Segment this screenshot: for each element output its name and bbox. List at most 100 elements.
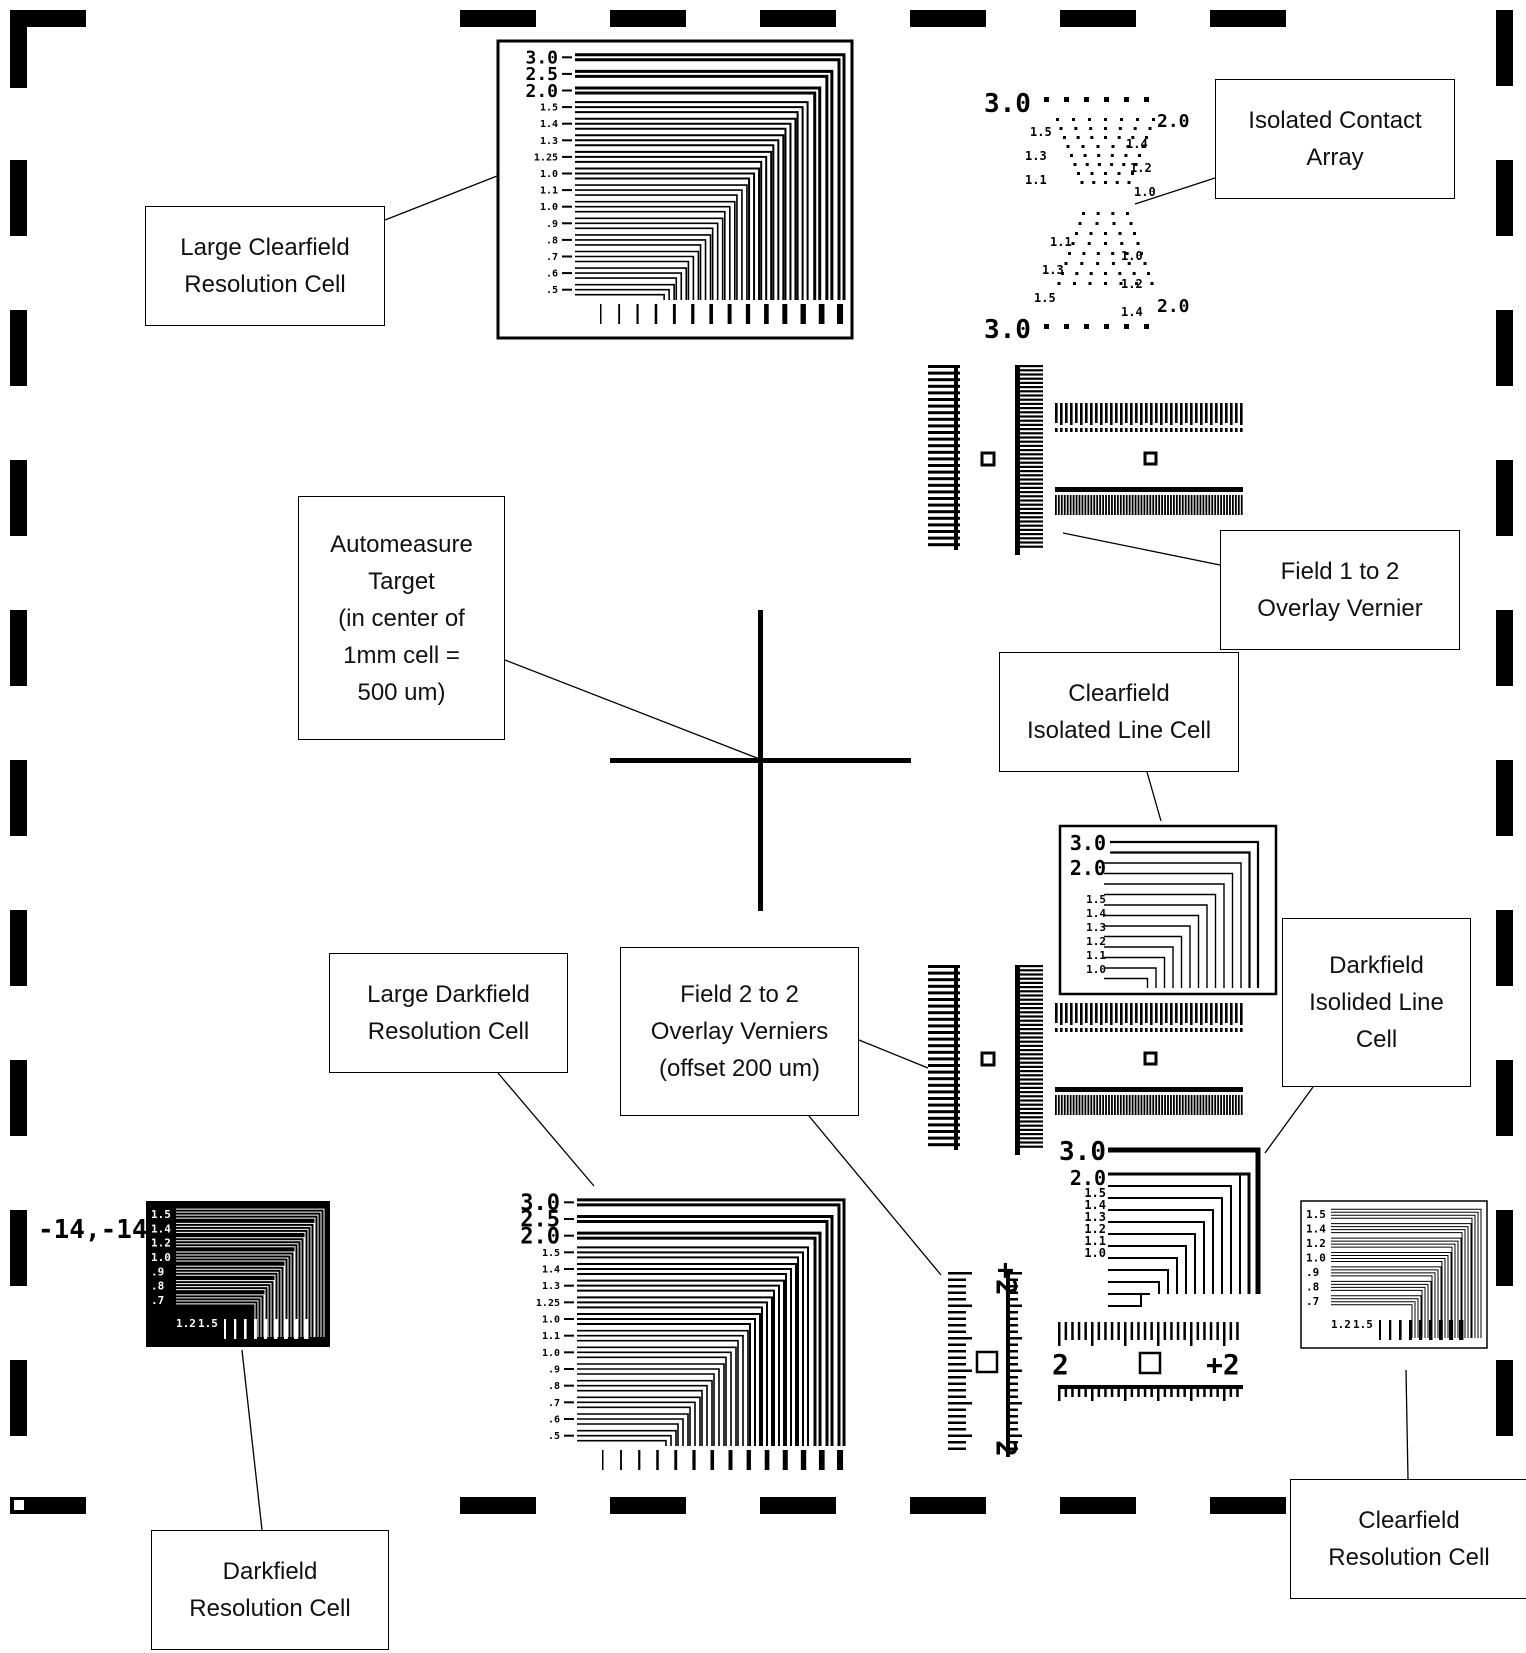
- small-resolution-line: [176, 1240, 302, 1337]
- scale-tick: [1150, 1322, 1153, 1340]
- resolution-line: [575, 260, 690, 300]
- resolution-line: [577, 1434, 672, 1446]
- scale-tick: [1236, 1322, 1239, 1340]
- small-resolution-line: [176, 1217, 316, 1337]
- vernier-tooth: [928, 450, 960, 454]
- scale-tick: [1010, 1395, 1018, 1398]
- scale-box: [975, 1350, 999, 1374]
- scale-tick: [1010, 1317, 1018, 1320]
- vernier-tooth: [928, 1116, 960, 1120]
- callout-leader-lines: [241, 175, 1409, 1531]
- frame-dash-bottom: [1210, 1497, 1286, 1514]
- small-resolution-line: [176, 1225, 312, 1337]
- cell-row-label: 1.0: [540, 202, 558, 213]
- small-resolution-line: [1331, 1275, 1433, 1338]
- vernier-tooth: [1225, 428, 1228, 432]
- contact: [1096, 145, 1100, 148]
- small-cell-bottom-label: 1.2: [176, 1317, 196, 1330]
- vernier-tooth: [1187, 495, 1190, 515]
- contact: [1059, 127, 1063, 130]
- resolution-line: [577, 1313, 761, 1446]
- contact: [1104, 127, 1107, 130]
- vernier-tooth: [1223, 1095, 1225, 1115]
- scale-tick: [1104, 1389, 1107, 1397]
- resolution-line: [577, 1429, 677, 1446]
- vernier-tooth: [1018, 491, 1043, 494]
- bottom-bar: [620, 1450, 622, 1470]
- vernier-tooth: [1075, 1003, 1078, 1023]
- vernier-tooth: [1185, 428, 1188, 432]
- vernier-tooth: [1087, 1095, 1090, 1115]
- vernier-tooth: [1145, 403, 1148, 423]
- cell-row-label: 3.0: [525, 48, 558, 69]
- vernier-tooth: [1114, 495, 1116, 515]
- contact: [1082, 252, 1086, 255]
- callout-clearfield-isolated-line-cell: Clearfield Isolated Line Cell: [999, 652, 1239, 772]
- contact: [1097, 154, 1101, 157]
- vernier-tooth: [1135, 403, 1138, 423]
- vernier-tooth: [1070, 428, 1073, 432]
- vernier-tooth: [1195, 1028, 1198, 1032]
- vernier-tooth: [1128, 495, 1131, 515]
- vernier-tooth: [1018, 965, 1043, 968]
- leader-line: [241, 1349, 263, 1531]
- small-resolution-line: [176, 1257, 289, 1337]
- vernier-tooth: [928, 384, 960, 388]
- contact-label: 3.0: [984, 89, 1031, 119]
- small-cell-bar: [1389, 1320, 1392, 1340]
- contact: [1081, 145, 1085, 148]
- frame-dash-left: [10, 310, 27, 386]
- bottom-bar: [672, 304, 676, 324]
- vernier-tooth: [1018, 1032, 1043, 1035]
- resolution-line: [575, 217, 724, 300]
- vernier-tooth: [1018, 407, 1043, 410]
- resolution-line: [577, 1246, 809, 1446]
- vernier-tooth: [1120, 1028, 1123, 1032]
- vernier-tooth: [1090, 1028, 1093, 1032]
- leader-line: [497, 1072, 595, 1187]
- scale-box: [1138, 1351, 1162, 1375]
- scale-tick: [948, 1337, 972, 1340]
- vernier-tooth: [1130, 1028, 1133, 1032]
- small-resolution-line: [176, 1237, 305, 1337]
- vernier-tooth: [1018, 981, 1043, 984]
- vernier-tooth: [1018, 1061, 1043, 1064]
- scale-tick: [1010, 1441, 1018, 1444]
- vernier-tooth: [1108, 1095, 1110, 1115]
- isolated-line-label: 1.5: [1084, 1186, 1106, 1200]
- small-resolution-line: [1331, 1240, 1459, 1338]
- vernier-tooth: [1135, 1028, 1138, 1032]
- vernier-tooth: [1199, 495, 1202, 515]
- scale-tick: [1223, 1322, 1226, 1346]
- vernier-tooth: [1018, 457, 1043, 460]
- vernier-tooth: [1170, 403, 1173, 425]
- bottom-bar: [782, 1450, 788, 1470]
- contact-label: 1.1: [1025, 173, 1047, 187]
- scale-tick: [1196, 1322, 1200, 1340]
- vernier-tooth: [1165, 1028, 1168, 1032]
- vernier-tooth: [1096, 495, 1099, 515]
- vernier-tooth: [1134, 1095, 1137, 1115]
- scale-tick: [1163, 1322, 1167, 1340]
- vernier-tooth: [1135, 1003, 1138, 1023]
- callout-automeasure-target: Automeasure Target (in center of 1mm cel…: [298, 496, 505, 740]
- vernier-tooth: [1080, 1028, 1083, 1032]
- contact-label: 1.5: [1034, 291, 1056, 305]
- isolated-line-label: 1.1: [1086, 949, 1106, 962]
- vernier-tooth: [1018, 1044, 1043, 1047]
- bottom-bar: [764, 304, 769, 324]
- scale-tick: [1010, 1408, 1018, 1411]
- small-resolution-line: [1331, 1298, 1419, 1338]
- vernier-tooth: [1230, 1003, 1233, 1025]
- vernier-tooth: [1230, 1028, 1233, 1032]
- contact-label: 2.0: [1157, 111, 1190, 132]
- contact: [1095, 222, 1099, 225]
- contact: [1140, 252, 1143, 255]
- isolated-line: [1104, 977, 1149, 988]
- contact: [1066, 145, 1070, 148]
- vernier-tooth: [1165, 403, 1168, 423]
- contact: [1104, 181, 1107, 184]
- scale-tick: [1137, 1322, 1140, 1340]
- scale-tick: [948, 1272, 972, 1275]
